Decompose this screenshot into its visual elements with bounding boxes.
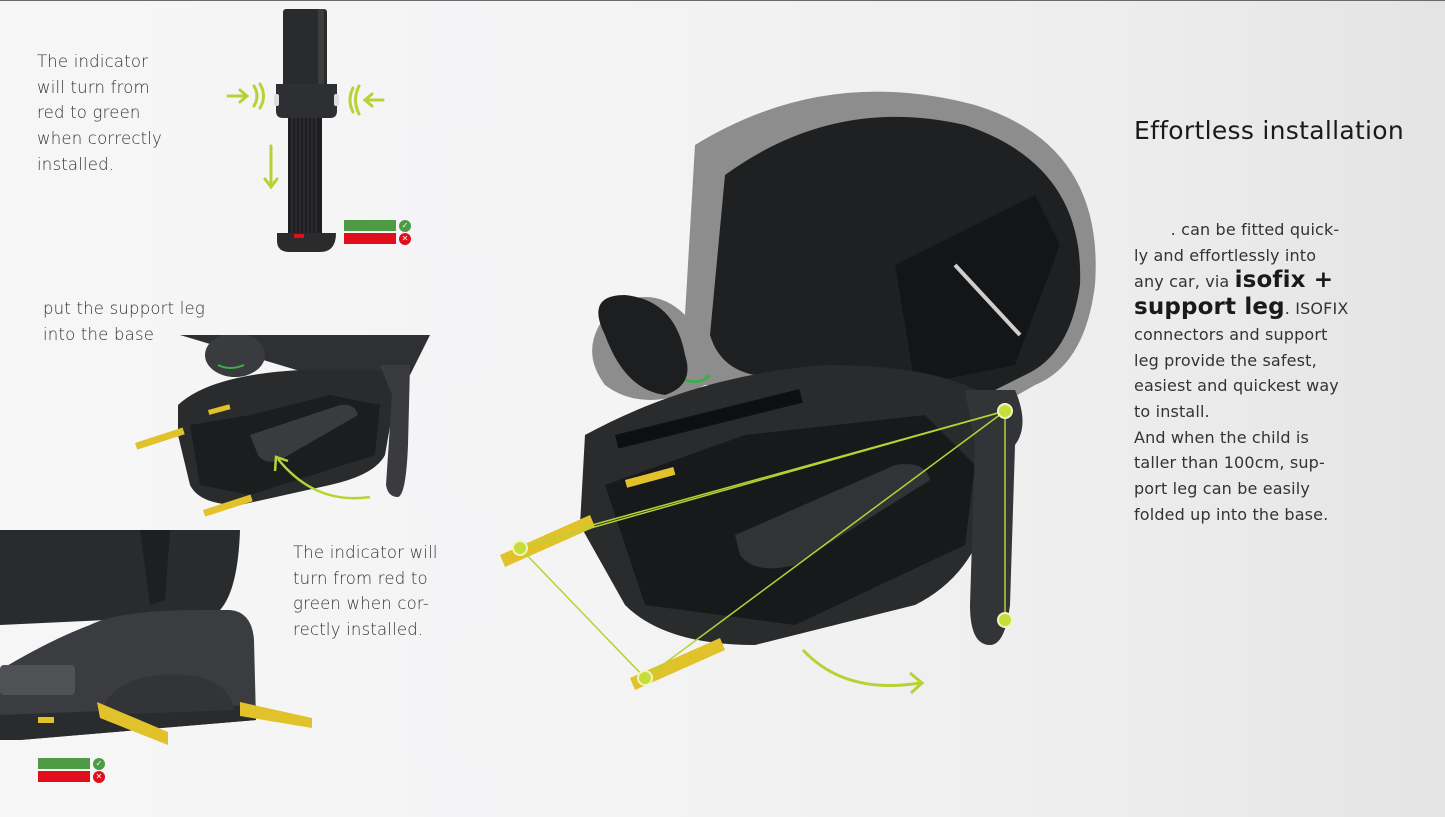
text-line: will turn from: [37, 77, 150, 97]
text-line: folded up into the base.: [1134, 504, 1329, 524]
text-line: taller than 100cm, sup-: [1134, 453, 1325, 473]
text-line: rectly installed.: [293, 620, 424, 640]
text-line: . can be fitted quick-: [1134, 217, 1349, 243]
text-line: And when the child is: [1134, 427, 1309, 447]
put-leg-into-base-text: put the support leg into the base: [43, 296, 205, 347]
text-line: easiest and quickest way: [1134, 376, 1339, 396]
cross-icon: ✕: [399, 233, 411, 245]
text-line: turn from red to: [293, 568, 428, 588]
text-line: installed.: [37, 154, 115, 174]
text-line: connectors and support: [1134, 324, 1328, 344]
text-line: ly and effortlessly into: [1134, 245, 1317, 265]
text-line: leg provide the safest,: [1134, 350, 1317, 370]
seat-base-underside-image: [130, 335, 430, 525]
isofix-indicator-text: The indicator will turn from red to gree…: [293, 540, 438, 643]
green-indicator-bar: [344, 220, 396, 231]
support-leg-indicator-text: The indicator will turn from red to gree…: [37, 49, 162, 178]
text-line: when correctly: [37, 129, 163, 149]
text-line: red to green: [37, 103, 141, 123]
check-icon: ✓: [399, 220, 411, 232]
text-line: green when cor-: [293, 594, 429, 614]
car-seat-hero-image: [495, 85, 1105, 700]
text-line: any car, via isofix +: [1134, 268, 1349, 295]
green-indicator-bar: [38, 758, 90, 769]
red-indicator-bar: [344, 233, 396, 244]
text-fragment: . can be fitted quick-: [1170, 220, 1340, 239]
section-description: . can be fitted quick- ly and effortless…: [1134, 217, 1349, 527]
isofix-side-image: [0, 530, 320, 755]
text-line: into the base: [43, 324, 155, 344]
text-fragment: . ISOFIX: [1284, 299, 1349, 319]
cross-icon: ✕: [93, 771, 105, 783]
text-line: to install.: [1134, 401, 1210, 421]
check-icon: ✓: [93, 758, 105, 770]
support-leg-image: [220, 6, 420, 256]
text-line: support leg. ISOFIX: [1134, 294, 1349, 322]
highlight-support-leg: support leg: [1134, 294, 1285, 321]
highlight-isofix: isofix +: [1234, 267, 1334, 294]
text-line: The indicator: [37, 52, 149, 71]
text-line: The indicator will: [293, 543, 438, 562]
text-line: put the support leg: [43, 299, 206, 318]
section-title: Effortless installation: [1134, 116, 1405, 145]
text-fragment: any car, via: [1134, 272, 1235, 292]
top-border: [0, 0, 1445, 1]
text-line: port leg can be easily: [1134, 479, 1310, 499]
red-indicator-bar: [38, 771, 90, 782]
